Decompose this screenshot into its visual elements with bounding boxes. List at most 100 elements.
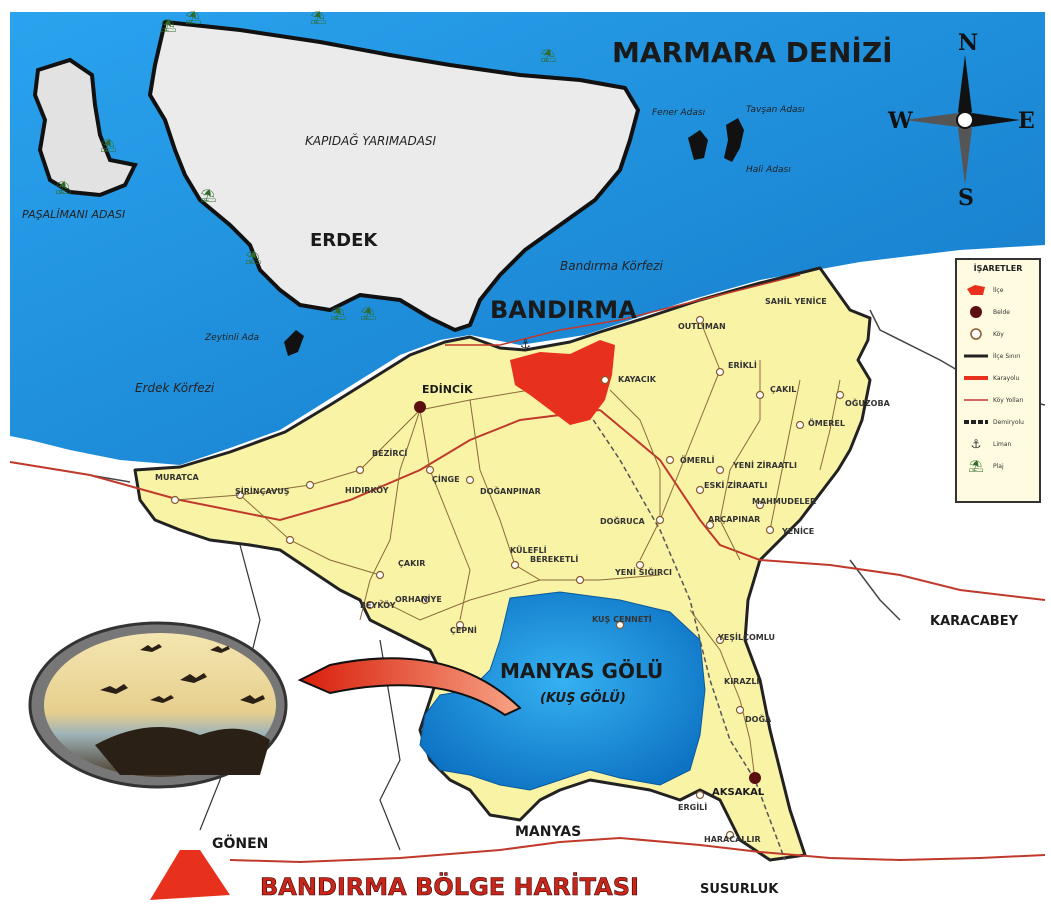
legend-item-koy: Köy: [957, 323, 1039, 345]
bird-photo-inset: [28, 621, 288, 789]
pasalimani-island: [32, 57, 138, 198]
legend-label: İlçe Sınırı: [993, 352, 1021, 360]
village-label: SAHİL YENİCE: [765, 296, 827, 306]
bandirma-gulf-label: Bandırma Körfezi: [560, 259, 664, 273]
bird-park-label: KUŞ CENNETİ: [592, 614, 652, 624]
highway-coast: [445, 274, 801, 346]
village-label: KAYACIK: [618, 375, 657, 384]
legend-item-port: ⚓ Liman: [957, 433, 1039, 455]
village-label: ARÇAPINAR: [708, 515, 760, 524]
legend-label: Köy: [993, 330, 1004, 338]
village-label: ERİKLİ: [728, 360, 757, 370]
svg-text:⛱: ⛱: [360, 306, 377, 322]
lake-alt-name: (KUŞ GÖLÜ): [540, 690, 626, 706]
village-circle-icon: [963, 327, 989, 341]
lake-manyas: [419, 591, 706, 791]
legend-label: Karayolu: [993, 374, 1020, 382]
border-line-icon: [963, 349, 989, 363]
village-label: BEREKETLİ: [530, 554, 578, 564]
arrow-to-lake: [297, 657, 522, 717]
legend-label: Demiryolu: [993, 418, 1024, 426]
edincik-label: EDİNCİK: [422, 382, 473, 396]
gonen-label: GÖNEN: [212, 834, 268, 852]
legend-title: İŞARETLER: [973, 264, 1023, 273]
village-label: ÖMERLİ: [680, 455, 714, 465]
compass-n: N: [958, 30, 978, 56]
erdek-label: ERDEK: [310, 230, 378, 251]
svg-text:⛱: ⛱: [160, 18, 177, 34]
aksakal-label: AKSAKAL: [712, 787, 765, 798]
tavsan-island: [724, 118, 744, 162]
pasalimani-label: PAŞALİMANI ADASI: [22, 208, 125, 221]
hali-label: Hali Adası: [746, 165, 791, 175]
village-label: ORHANİYE: [395, 594, 442, 604]
bandirma-label: BANDIRMA: [490, 296, 637, 324]
compass-w: W: [887, 108, 913, 134]
svg-text:⛱: ⛱: [540, 48, 557, 64]
village-markers: [170, 315, 845, 840]
svg-text:⛱: ⛱: [200, 188, 217, 204]
village-label: OUTLIMAN: [678, 322, 726, 331]
village-label: ÇİNGE: [432, 474, 460, 484]
beach-symbols: ⛱⛱⛱ ⛱⛱⛱ ⛱⛱⛱ ⛱: [55, 10, 557, 322]
highway-line-icon: [963, 371, 989, 385]
zeytinli-island: [284, 330, 304, 356]
village-label: MAHMUDELER: [752, 497, 816, 506]
village-label: BEYKÖY: [360, 600, 396, 610]
legend-label: Liman: [993, 440, 1012, 448]
village-label: ESKİ ZİRAATLI: [704, 480, 767, 490]
village-label: HARACALLIR: [704, 835, 761, 844]
anchor-icon: ⚓: [970, 437, 982, 451]
district-symbol-icon: [963, 283, 989, 297]
legend-item-road: Köy Yolları: [957, 389, 1039, 411]
aksakal-marker: [749, 772, 761, 784]
sea-label: MARMARA DENİZİ: [612, 35, 893, 69]
legend-item-railway: Demiryolu: [957, 411, 1039, 433]
svg-text:⛱: ⛱: [185, 10, 202, 26]
legend-label: İlçe: [993, 286, 1004, 294]
town-dot-icon: [963, 305, 989, 319]
village-label: BEZİRCİ: [372, 448, 407, 458]
beach-icon: ⛱: [968, 459, 984, 473]
edincik-marker: [414, 401, 426, 413]
compass-s: S: [958, 185, 974, 211]
svg-text:⛱: ⛱: [310, 10, 327, 26]
village-label: DOĞA: [745, 713, 772, 724]
tavsan-label: Tavşan Adası: [746, 105, 805, 115]
peninsula-label: KAPIDAĞ YARIMADASI: [305, 133, 437, 148]
village-labels: SAHİL YENİCE OUTLIMAN KAYACIK ERİKLİ ÇAK…: [155, 296, 891, 844]
legend-item-belde: Belde: [957, 301, 1039, 323]
compass: N S E W: [887, 30, 1035, 211]
svg-text:⛱: ⛱: [330, 306, 347, 322]
railway-line-icon: [963, 415, 989, 429]
railway: [579, 399, 786, 861]
fener-label: Fener Adası: [652, 108, 706, 118]
manyas-label: MANYAS: [515, 824, 581, 840]
village-label: KÜLEFLİ: [510, 545, 547, 555]
svg-text:⛱: ⛱: [55, 180, 72, 196]
karacabey-label: KARACABEY: [930, 614, 1019, 629]
compass-e: E: [1018, 108, 1035, 134]
legend: İŞARETLER İlçe Belde Köy İlçe Sınırı Kar…: [955, 258, 1041, 503]
village-label: OĞUZOBA: [845, 397, 891, 408]
legend-item-ilce: İlçe: [957, 279, 1039, 301]
village-label: YENİ ZİRAATLI: [732, 460, 797, 470]
legend-item-beach: ⛱ Plaj: [957, 455, 1039, 477]
legend-label: Köy Yolları: [993, 396, 1024, 404]
legend-label: Belde: [993, 308, 1010, 316]
village-label: YENİ SIĞIRCI: [614, 566, 672, 577]
legend-label: Plaj: [993, 462, 1004, 470]
village-label: DOĞANPINAR: [480, 485, 541, 496]
legend-item-border: İlçe Sınırı: [957, 345, 1039, 367]
svg-text:⛱: ⛱: [245, 250, 262, 266]
erdek-gulf-label: Erdek Körfezi: [135, 381, 215, 395]
village-label: DOĞRUCA: [600, 515, 646, 526]
zeytinli-label: Zeytinli Ada: [204, 333, 259, 343]
village-label: ÖMEREL: [808, 418, 845, 428]
highway-south: [229, 836, 1046, 864]
village-label: ÇAKIR: [398, 559, 425, 568]
lake-name: MANYAS GÖLÜ: [500, 659, 663, 683]
bandirma-city: [510, 340, 615, 425]
legend-item-highway: Karayolu: [957, 367, 1039, 389]
